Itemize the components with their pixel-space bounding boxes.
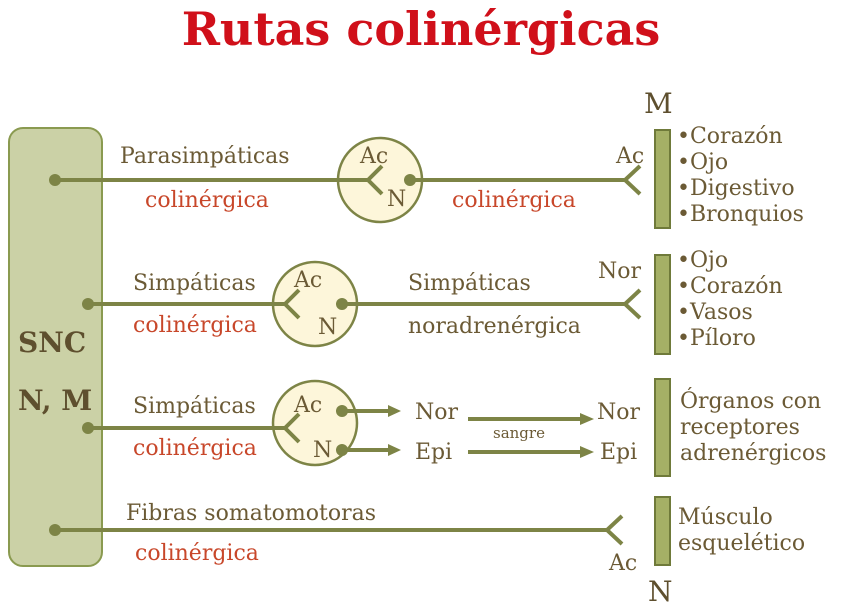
ganglion-transmitter: Ac [293,268,322,293]
row-sympathetic-adrenal: Simpáticas colinérgica Ac N Nor Epi sang… [82,378,826,477]
origin-dot [336,405,348,417]
target-item: •Vasos [677,300,753,325]
pre-type: colinérgica [135,541,259,566]
end-transmitter: Ac [608,551,637,576]
receptor-fork-icon [282,288,301,320]
end-transmitter: Ac [615,144,644,169]
origin-dot [336,444,348,456]
snc-box [8,127,103,567]
row-sympathetic-noradrenergic: Simpáticas colinérgica Ac N Simpáticas n… [82,248,783,355]
effector-bar [654,254,671,355]
arrowhead-icon [580,446,594,458]
effector-receptor: M [644,87,673,120]
origin-dot [336,298,348,310]
row-parasympathetic: Parasimpáticas colinérgica Ac N colinérg… [49,87,804,229]
effector-bar [654,129,671,229]
post-type: colinérgica [452,188,576,213]
ganglion-receptor: N [387,187,406,212]
ganglion-transmitter: Ac [359,144,388,169]
ganglion-transmitter: Ac [293,393,322,418]
target-item: •Ojo [677,150,728,175]
arrowhead-icon [580,413,594,425]
pre-label: Parasimpáticas [120,144,290,169]
ganglion-node [271,379,359,467]
via-label: sangre [493,424,545,442]
arrowhead-icon [388,444,401,456]
target-item: •Bronquios [677,202,804,227]
origin-dot [404,174,416,186]
target-item: Órganos con [680,387,821,414]
end-transmitter: Nor [598,259,641,284]
ganglion-receptor: N [318,315,337,340]
origin-dot [49,174,61,186]
origin-dot [82,422,94,434]
snc-receptors: N, M [18,384,92,417]
receptor-fork-icon [282,412,301,444]
arrive-epi: Epi [600,440,637,465]
release-nor: Nor [415,400,458,425]
arrowhead-icon [388,405,401,417]
target-item: receptores [680,415,800,440]
title: Rutas colinérgicas [182,2,661,56]
post-type: noradrenérgica [408,314,581,339]
receptor-fork-icon [622,164,642,196]
pre-label: Fibras somatomotoras [126,501,376,526]
pre-label: Simpáticas [133,394,256,419]
pre-type: colinérgica [133,436,257,461]
post-label: Simpáticas [408,271,531,296]
receptor-fork-icon [365,164,384,196]
arrive-nor: Nor [597,400,640,425]
target-item: •Píloro [677,326,756,351]
release-epi: Epi [415,440,452,465]
target-item: •Corazón [677,124,783,149]
target-item: adrenérgicos [680,441,826,466]
target-item: •Ojo [677,248,728,273]
pre-type: colinérgica [133,313,257,338]
receptor-fork-icon [604,514,624,546]
effector-bar [654,496,671,566]
pre-label: Simpáticas [133,271,256,296]
row-somatomotor: Fibras somatomotoras colinérgica Ac N Mú… [49,496,805,608]
pre-type: colinérgica [145,188,269,213]
snc-label: SNC [18,326,86,359]
target-item: •Corazón [677,274,783,299]
receptor-fork-icon [622,288,642,320]
target-item: esquelético [678,531,805,556]
target-item: Músculo [678,505,773,530]
origin-dot [49,524,61,536]
target-item: •Digestivo [677,176,795,201]
origin-dot [82,298,94,310]
effector-bar [654,378,671,477]
effector-receptor: N [648,575,673,608]
ganglion-receptor: N [313,438,332,463]
